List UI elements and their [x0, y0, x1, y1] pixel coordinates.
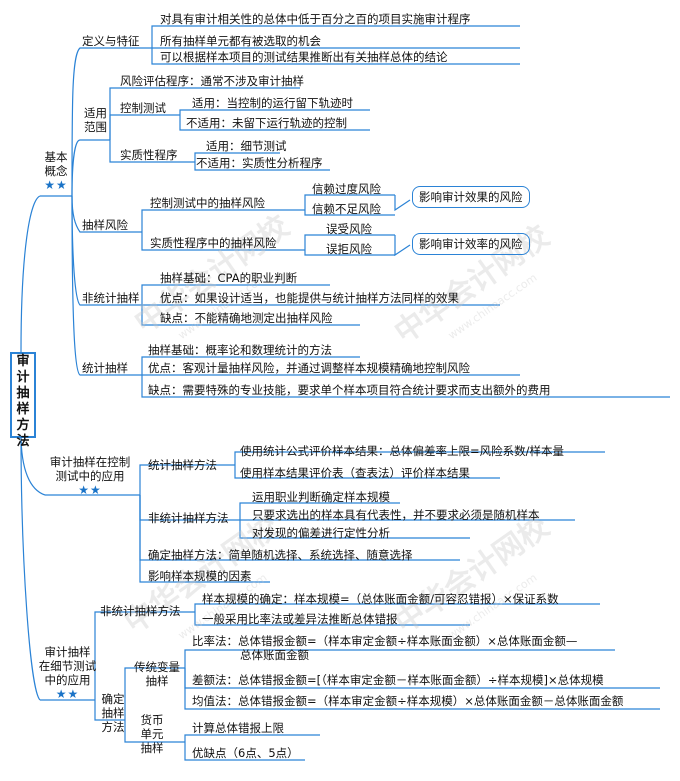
- node-sampling-risk: 抽样风险: [82, 218, 128, 232]
- def-item: 所有抽样单元都有被选取的机会: [160, 34, 321, 48]
- control-item: 适用：当控制的运行留下轨迹时: [192, 96, 353, 110]
- s3-mus-item: 计算总体错报上限: [192, 721, 284, 735]
- def-item: 可以根据样本项目的测试结果推断出有关抽样总体的结论: [160, 50, 448, 64]
- node-nonstat: 非统计抽样: [82, 291, 140, 305]
- node-scope: 适用 范围: [84, 106, 107, 134]
- label-line: 单元: [140, 727, 164, 741]
- formula-line: 总体账面金额: [240, 648, 309, 662]
- s2-stat-method: 统计抽样方法: [148, 458, 217, 472]
- title-line: 测试中的应用: [55, 469, 125, 483]
- root-char: 法: [16, 434, 30, 449]
- label-line: 抽样: [101, 706, 125, 720]
- section-detail-test-title: 审计抽样 在细节测试 中的应用 ★★: [30, 645, 105, 701]
- label-line: 抽样: [145, 674, 169, 688]
- risk-control-item: 信赖不足风险: [312, 202, 381, 216]
- label-line: 确定: [101, 692, 125, 706]
- s3-mean-method: 均值法：总体错报金额=（样本审定金额÷样本规模）×总体账面金额－总体账面金额: [192, 694, 624, 708]
- root-char: 抽: [16, 386, 30, 401]
- section-basic-concepts-title: 基本 概念 ★★: [40, 150, 72, 192]
- risk-control: 控制测试中的抽样风险: [150, 196, 265, 210]
- s3-nonstat-method: 非统计抽样方法: [100, 604, 181, 618]
- label-line: 货币: [140, 713, 164, 727]
- s2-stat-item: 使用统计公式评价样本结果：总体偏差率上限=风险系数/样本量: [240, 444, 565, 458]
- nonstat-item: 优点：如果设计适当，也能提供与统计抽样方法同样的效果: [160, 291, 459, 305]
- root-char: 方: [16, 418, 30, 433]
- s3-nonstat-item: 样本规模的确定：样本规模=（总体账面金额/可容忍错报）×保证系数: [202, 592, 559, 606]
- def-item: 对具有审计相关性的总体中低于百分之百的项目实施审计程序: [160, 12, 471, 26]
- subst-item: 不适用：实质性分析程序: [196, 156, 323, 170]
- star-rating: ★★: [78, 483, 102, 497]
- title-line: 基本: [44, 150, 68, 164]
- root-node: 审 计 抽 样 方 法: [10, 352, 36, 449]
- scope-substantive: 实质性程序: [120, 148, 178, 162]
- s2-nonstat-item: 对发现的偏差进行定性分析: [252, 526, 390, 540]
- stat-item: 抽样基础：概率论和数理统计的方法: [148, 343, 332, 357]
- s3-mus-label: 货币 单元 抽样: [138, 713, 166, 755]
- node-definition: 定义与特征: [82, 34, 140, 48]
- control-item: 不适用：未留下运行轨迹的控制: [186, 116, 347, 130]
- scope-risk-assessment: 风险评估程序：通常不涉及审计抽样: [120, 74, 304, 88]
- stat-item: 优点：客观计量抽样风险，并通过调整样本规模精确地控制风险: [148, 361, 470, 375]
- title-line: 审计抽样在控制: [49, 455, 131, 469]
- label-line: 方法: [101, 720, 125, 734]
- s3-ratio-method: 比率法：总体错报金额=（样本审定金额÷样本账面金额）×总体账面金额— 总体账面金…: [192, 634, 577, 662]
- stat-item: 缺点：需要特殊的专业技能，要求单个样本项目符合统计要求而支出额外的费用: [148, 383, 551, 397]
- star-rating: ★★: [44, 178, 68, 192]
- root-char: 审: [16, 354, 30, 369]
- risk-subst-item: 误受风险: [326, 222, 372, 236]
- formula-line: 比率法：总体错报金额=（样本审定金额÷样本账面金额）×总体账面金额—: [192, 634, 578, 648]
- star-rating: ★★: [55, 687, 80, 701]
- s2-size-factors: 影响样本规模的因素: [148, 569, 252, 583]
- s3-mus-item: 优缺点（6点、5点）: [192, 746, 299, 760]
- s2-nonstat-item: 只要求选出的样本具有代表性，并不要求必须是随机样本: [252, 508, 540, 522]
- label-line: 抽样: [140, 741, 164, 755]
- nonstat-item: 抽样基础：CPA的职业判断: [160, 271, 298, 285]
- s2-stat-item: 使用样本结果评价表（查表法）评价样本结果: [240, 466, 470, 480]
- section-control-test-title: 审计抽样在控制 测试中的应用 ★★: [40, 455, 140, 497]
- title-line: 审计抽样: [44, 645, 91, 659]
- s3-nonstat-item: 一般采用比率法或差异法推断总体错报: [202, 612, 398, 626]
- subst-item: 适用：细节测试: [206, 139, 287, 153]
- node-stat: 统计抽样: [82, 361, 128, 375]
- s2-select-method: 确定抽样方法：简单随机选择、系统选择、随意选择: [148, 548, 413, 562]
- title-line: 概念: [44, 164, 68, 178]
- scope-control-test: 控制测试: [120, 101, 166, 115]
- s2-nonstat-item: 运用职业判断确定样本规模: [252, 490, 390, 504]
- root-char: 样: [16, 402, 30, 417]
- title-line: 中的应用: [44, 673, 91, 687]
- s3-trad-var-label: 传统变量 抽样: [128, 660, 186, 688]
- root-char: 计: [16, 370, 30, 385]
- risk-efficiency-box: 影响审计效率的风险: [412, 233, 530, 255]
- risk-control-item: 信赖过度风险: [312, 182, 381, 196]
- risk-effect-box: 影响审计效果的风险: [412, 186, 530, 208]
- s3-diff-method: 差额法：总体错报金额=[（样本审定金额－样本账面金额）÷样本规模]×总体规模: [192, 673, 604, 687]
- label-line: 传统变量: [134, 660, 180, 674]
- s2-nonstat-method: 非统计抽样方法: [148, 511, 229, 525]
- nonstat-item: 缺点：不能精确地测定出抽样风险: [160, 311, 333, 325]
- label-line: 范围: [84, 120, 107, 134]
- risk-subst-item: 误拒风险: [326, 242, 372, 256]
- risk-subst: 实质性程序中的抽样风险: [150, 236, 277, 250]
- title-line: 在细节测试: [38, 659, 97, 673]
- label-line: 适用: [84, 106, 107, 120]
- s3-method-label: 确定 抽样 方法: [100, 692, 126, 734]
